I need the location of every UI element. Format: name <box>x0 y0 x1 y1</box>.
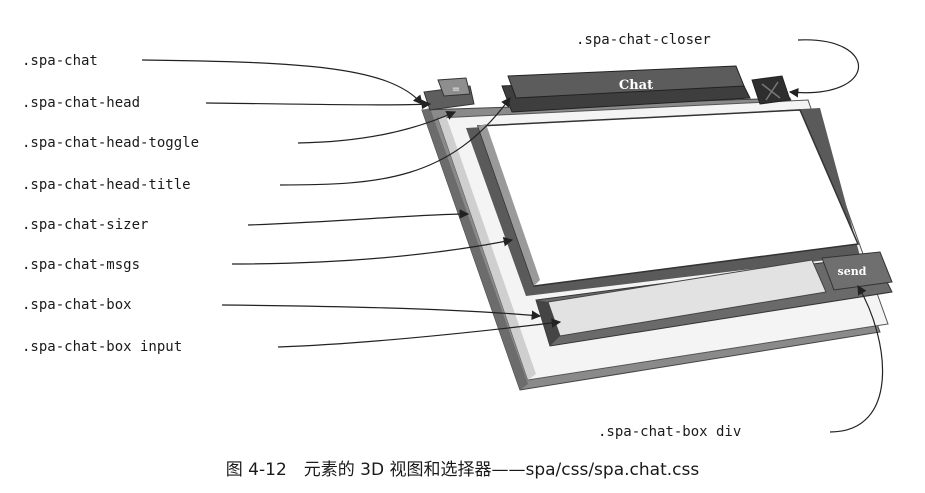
close-icon <box>761 81 781 101</box>
leader-spa-chat-box-div <box>829 284 884 433</box>
label-spa-chat-head-toggle: .spa-chat-head-toggle <box>22 135 200 151</box>
leader-spa-chat-head-toggle <box>297 111 457 144</box>
figure-caption: 图 4-12 元素的 3D 视图和选择器——spa/css/spa.chat.c… <box>225 460 700 480</box>
head-toggle-label: = <box>452 84 460 95</box>
label-spa-chat-head-title: .spa-chat-head-title <box>22 177 191 193</box>
label-spa-chat-head: .spa-chat-head <box>22 95 141 111</box>
head-title-label: Chat <box>619 78 653 93</box>
label-spa-chat-box: .spa-chat-box <box>22 297 132 313</box>
head-toggle: = <box>423 77 475 111</box>
send-button: send <box>821 251 893 291</box>
leader-spa-chat <box>141 59 423 105</box>
leader-spa-chat-closer <box>788 39 860 98</box>
label-spa-chat-sizer: .spa-chat-sizer <box>22 217 149 233</box>
leader-spa-chat-box <box>221 304 542 321</box>
leader-spa-chat-head-title <box>279 97 511 186</box>
leader-spa-chat-sizer <box>247 209 470 226</box>
leader-spa-chat-box-input <box>277 318 562 348</box>
leader-spa-chat-head <box>205 99 432 110</box>
spa-chat-box-layer <box>535 255 893 347</box>
label-spa-chat-msgs: .spa-chat-msgs <box>22 257 141 273</box>
send-button-label: send <box>838 265 867 278</box>
label-spa-chat-closer: .spa-chat-closer <box>576 32 711 48</box>
leader-spa-chat-msgs <box>231 236 514 265</box>
label-spa-chat-box-input: .spa-chat-box input <box>22 339 183 355</box>
label-spa-chat: .spa-chat <box>22 53 98 69</box>
spa-chat-msgs-layer <box>476 109 860 287</box>
leader-lines <box>141 39 884 433</box>
label-spa-chat-box-div: .spa-chat-box div <box>598 424 742 440</box>
head-closer <box>751 75 791 105</box>
